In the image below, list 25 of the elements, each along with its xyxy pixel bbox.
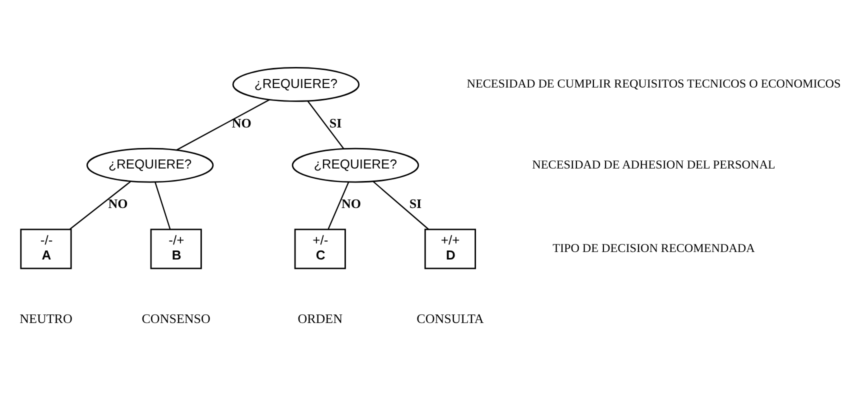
connector (70, 180, 132, 230)
node-label: NEUTRO (20, 310, 72, 326)
node-box: -/- A (20, 228, 72, 270)
connector (307, 100, 344, 150)
connector (176, 99, 270, 151)
node-box: +/- C (294, 228, 346, 270)
edge-label: NO (342, 196, 361, 212)
node-ellipse: ¿REQUIERE? (232, 67, 360, 102)
label: TIPO DE DECISION RECOMENDADA (552, 241, 755, 256)
node-label: ORDEN (298, 310, 343, 326)
edge-label: SI (329, 115, 342, 130)
connector (328, 182, 350, 230)
node-label: CONSENSO (142, 310, 210, 326)
connector (372, 181, 429, 230)
node-ellipse: ¿REQUIERE? (292, 148, 420, 183)
node-box: +/+ D (424, 228, 476, 270)
connector (154, 182, 171, 230)
edge-label: SI (409, 196, 422, 212)
edge-label: NO (232, 115, 252, 130)
label: NECESIDAD DE CUMPLIR REQUISITOS TECNICOS O ECONOMICOS (466, 76, 841, 91)
node-label: CONSULTA (416, 310, 484, 326)
edge-label: NO (108, 196, 128, 212)
label: NECESIDAD DE ADHESION DEL PERSONAL (532, 157, 776, 172)
node-ellipse: ¿REQUIERE? (86, 148, 214, 183)
node-box: -/+ B (150, 228, 202, 270)
